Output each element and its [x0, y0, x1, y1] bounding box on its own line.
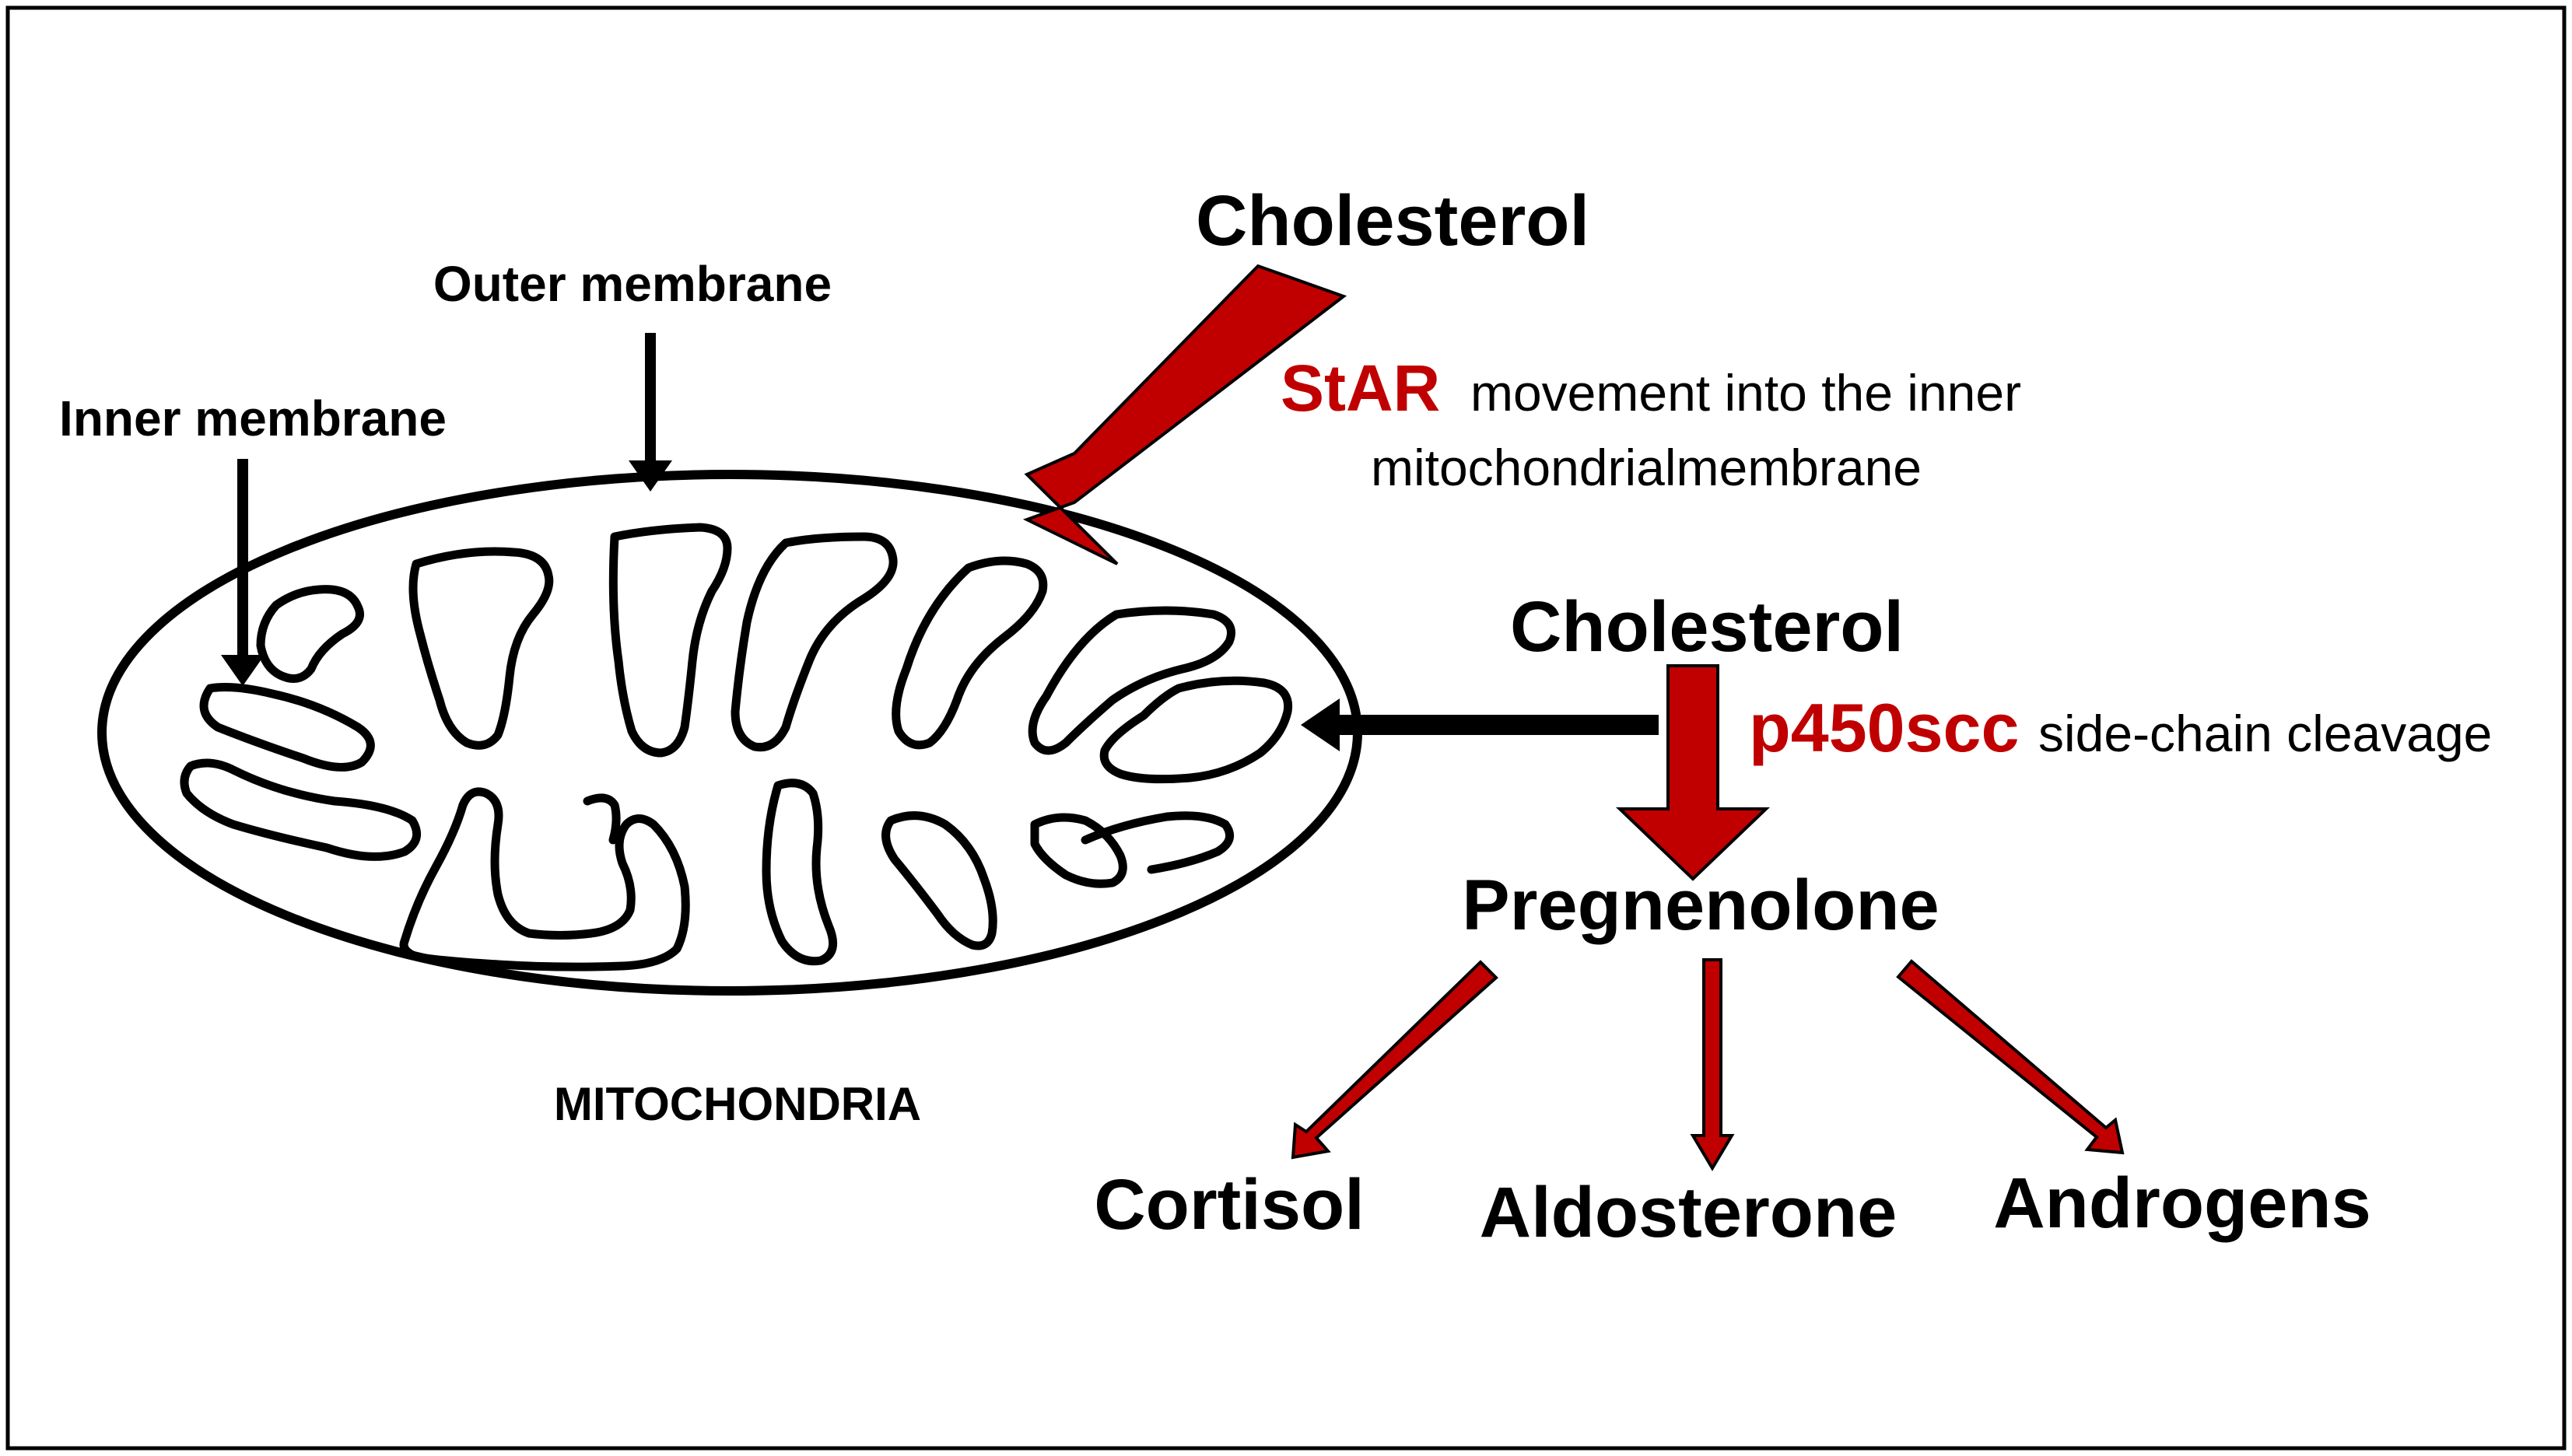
crista-10 [399, 787, 690, 971]
p450scc-cleavage-arrow [1616, 664, 1770, 881]
cholesterol-top-label: Cholesterol [1196, 181, 1589, 261]
inner-membrane-label: Inner membrane [59, 390, 447, 446]
crista-12 [762, 779, 838, 966]
inner-membrane-pointer-head [221, 655, 265, 686]
crista-14 [1030, 813, 1127, 888]
outer-membrane-label: Outer membrane [433, 256, 832, 312]
crista-5 [608, 523, 732, 758]
crista-9 [1099, 676, 1293, 784]
crista-2 [199, 683, 375, 772]
crista-3 [180, 758, 422, 861]
to-cortisol-arrow [1291, 960, 1498, 1160]
to-androgens-arrow [1896, 959, 2125, 1155]
androgens-label: Androgens [1993, 1164, 2371, 1243]
crista-7 [892, 556, 1048, 750]
crista-11 [583, 793, 621, 845]
outer-membrane-pointer-head [629, 460, 672, 492]
crista-8 [1028, 606, 1235, 755]
pathway-arrows [1022, 264, 2125, 1171]
crista-15 [1081, 811, 1235, 874]
pregnenolone-label: Pregnenolone [1462, 866, 1939, 945]
star-description-line1: movement into the inner [1470, 364, 2021, 422]
p450scc-description: side-chain cleavage [2038, 705, 2492, 762]
p450scc-label: p450scc [1749, 689, 2019, 766]
aldosterone-label: Aldosterone [1480, 1173, 1897, 1252]
cortisol-label: Cortisol [1094, 1165, 1365, 1244]
crista-1 [256, 585, 364, 683]
cholesterol-mid-label: Cholesterol [1510, 587, 1904, 667]
mitochondria-label: MITOCHONDRIA [554, 1078, 921, 1130]
membrane-pointer-arrows [221, 333, 1659, 751]
cristae [180, 523, 1293, 971]
crista-4 [408, 547, 554, 750]
crista-6 [731, 532, 898, 752]
frame-border [5, 5, 2567, 1451]
star-description-line2: mitochondrialmembrane [1371, 439, 1922, 496]
p450scc-location-arrow-head [1301, 698, 1340, 751]
star-label: StAR [1281, 352, 1440, 425]
to-aldosterone-arrow [1690, 958, 1735, 1171]
crista-13 [881, 811, 997, 950]
star-transport-arrow [1022, 264, 1347, 565]
